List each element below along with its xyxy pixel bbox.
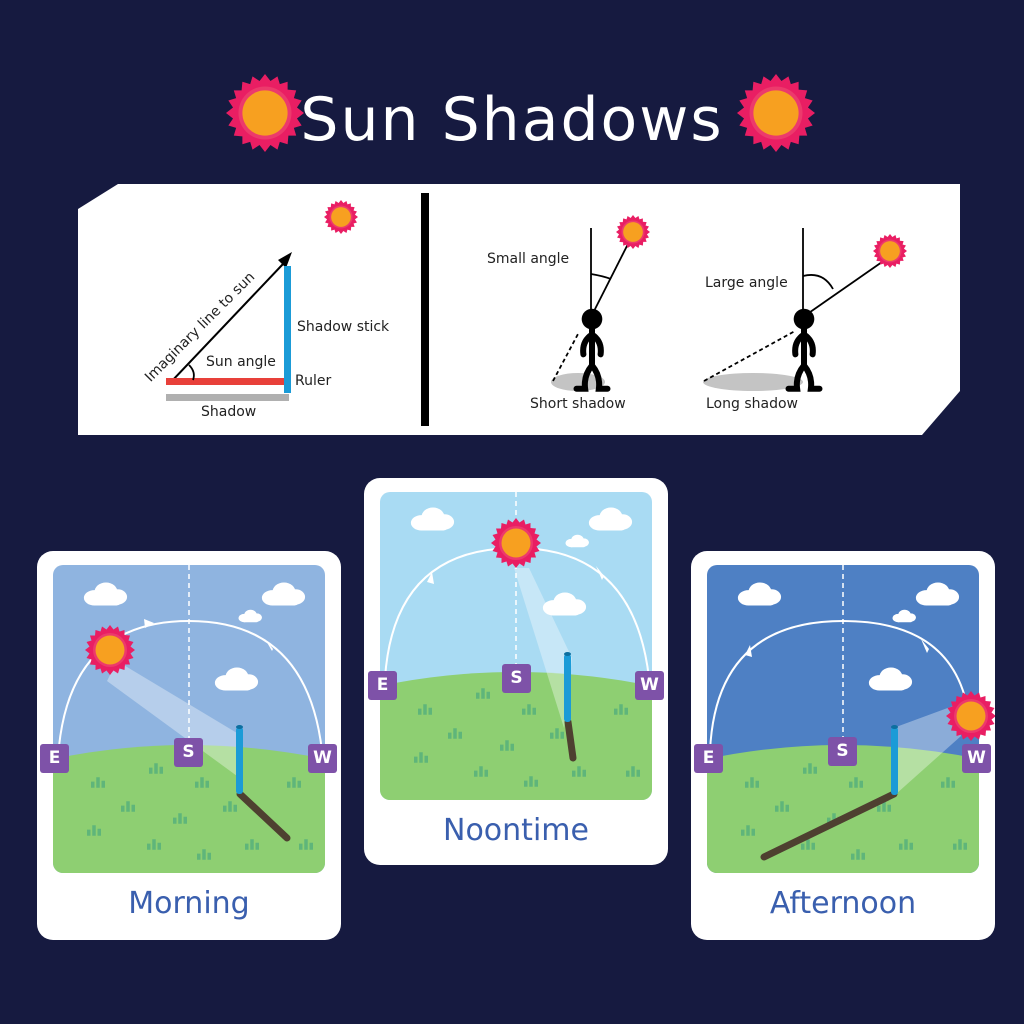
south-marker: S — [502, 664, 531, 693]
ruler-label: Ruler — [295, 373, 332, 389]
morning-scene — [53, 565, 325, 873]
east-marker: E — [368, 671, 397, 700]
shadow-label: Shadow — [201, 404, 257, 420]
morning-label: Morning — [128, 886, 250, 921]
sun-icon — [737, 74, 815, 152]
noontime-scene — [380, 492, 652, 800]
short-shadow-label: Short shadow — [530, 396, 626, 412]
afternoon-card: E S W Afternoon — [691, 551, 995, 940]
west-marker: W — [962, 744, 991, 773]
page-title: Sun Shadows — [0, 80, 1024, 160]
afternoon-scene — [707, 565, 995, 873]
morning-card: E S W Morning — [37, 551, 341, 940]
sun-icon — [226, 74, 304, 152]
noontime-label: Noontime — [443, 813, 589, 848]
sun-angle-label: Sun angle — [206, 354, 276, 370]
long-shadow-label: Long shadow — [706, 396, 798, 412]
noontime-card: E S W Noontime — [364, 478, 668, 865]
south-marker: S — [174, 738, 203, 767]
panel-background — [78, 184, 960, 435]
explanation-panel: Imaginary line to sun Sun angle Shadow s… — [78, 184, 960, 435]
east-marker: E — [40, 744, 69, 773]
large-angle-label: Large angle — [705, 275, 788, 291]
west-marker: W — [308, 744, 337, 773]
small-angle-label: Small angle — [487, 251, 570, 267]
title-text: Sun Shadows — [300, 85, 724, 155]
shadow-stick-label: Shadow stick — [297, 319, 390, 335]
west-marker: W — [635, 671, 664, 700]
afternoon-label: Afternoon — [769, 886, 917, 921]
south-marker: S — [828, 737, 857, 766]
east-marker: E — [694, 744, 723, 773]
